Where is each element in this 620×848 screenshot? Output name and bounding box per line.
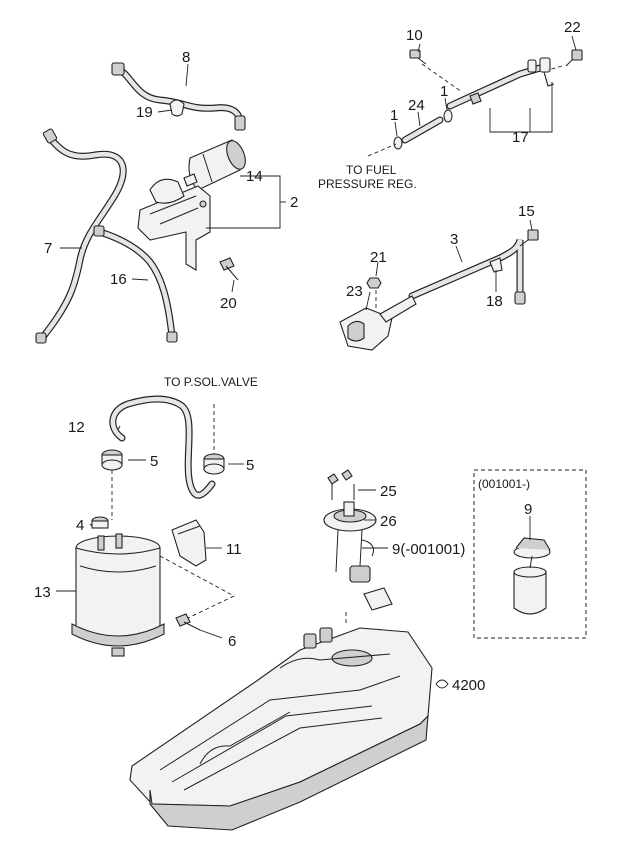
label-8: 8 — [182, 49, 190, 66]
label-4: 4 — [76, 517, 84, 534]
note-pressure-reg: PRESSURE REG. — [318, 177, 417, 191]
label-4200: 4200 — [452, 677, 485, 694]
inset-pump-variant — [473, 469, 587, 639]
bracket-11-icon — [171, 519, 207, 567]
clip-19-icon — [169, 99, 185, 117]
fuel-filter-14-icon — [183, 139, 246, 191]
note-inset-range: (001001-) — [478, 477, 530, 491]
label-9-inset: 9 — [524, 501, 532, 518]
label-22: 22 — [564, 19, 581, 36]
label-16: 16 — [110, 271, 127, 288]
label-13: 13 — [34, 584, 51, 601]
label-1-left: 1 — [390, 107, 398, 124]
canister-assembly — [71, 395, 235, 657]
label-15: 15 — [518, 203, 535, 220]
bolt-6-icon — [175, 613, 201, 631]
bolt-20-icon — [219, 257, 239, 281]
fuel-filter-assembly — [35, 62, 246, 344]
label-25: 25 — [380, 483, 397, 500]
fuel-pump-assembly — [323, 469, 393, 626]
label-1-right: 1 — [440, 83, 448, 100]
label-24: 24 — [408, 97, 425, 114]
label-18: 18 — [486, 293, 503, 310]
label-23: 23 — [346, 283, 363, 300]
filter-bracket-2-icon — [137, 178, 211, 271]
label-14: 14 — [246, 168, 263, 185]
label-7: 7 — [44, 240, 52, 257]
label-3: 3 — [450, 231, 458, 248]
return-pipe-assembly — [339, 229, 539, 351]
canister-13-icon — [71, 533, 165, 657]
nut-21-icon — [366, 277, 382, 289]
label-19: 19 — [136, 104, 153, 121]
note-to-fuel: TO FUEL — [346, 163, 397, 177]
note-to-psol-valve: TO P.SOL.VALVE — [164, 375, 258, 389]
fuel-feed-line-assembly — [367, 49, 583, 157]
clamp-unit-23-icon — [339, 295, 417, 351]
label-9-pre-001001: 9(-001001) — [392, 541, 465, 558]
label-11: 11 — [226, 541, 242, 558]
label-12: 12 — [68, 419, 85, 436]
label-10: 10 — [406, 27, 423, 44]
label-20: 20 — [220, 295, 237, 312]
fuel-tank-4200-icon — [129, 627, 433, 831]
cap-5-left-icon — [101, 449, 123, 471]
label-6: 6 — [228, 633, 236, 650]
part-number-labels: 8 19 14 2 7 16 20 10 22 1 24 1 17 TO FUE… — [34, 19, 581, 694]
bolt-15-icon — [519, 229, 539, 247]
label-2: 2 — [290, 194, 298, 211]
label-5-left: 5 — [150, 453, 158, 470]
label-26: 26 — [380, 513, 397, 530]
label-5-right: 5 — [246, 457, 254, 474]
label-17: 17 — [512, 129, 529, 146]
label-21: 21 — [370, 249, 387, 266]
cap-5-right-icon — [203, 453, 225, 475]
leader-lines — [56, 35, 577, 689]
bolt-10-icon — [409, 49, 427, 65]
bolt-22-icon — [565, 49, 583, 67]
